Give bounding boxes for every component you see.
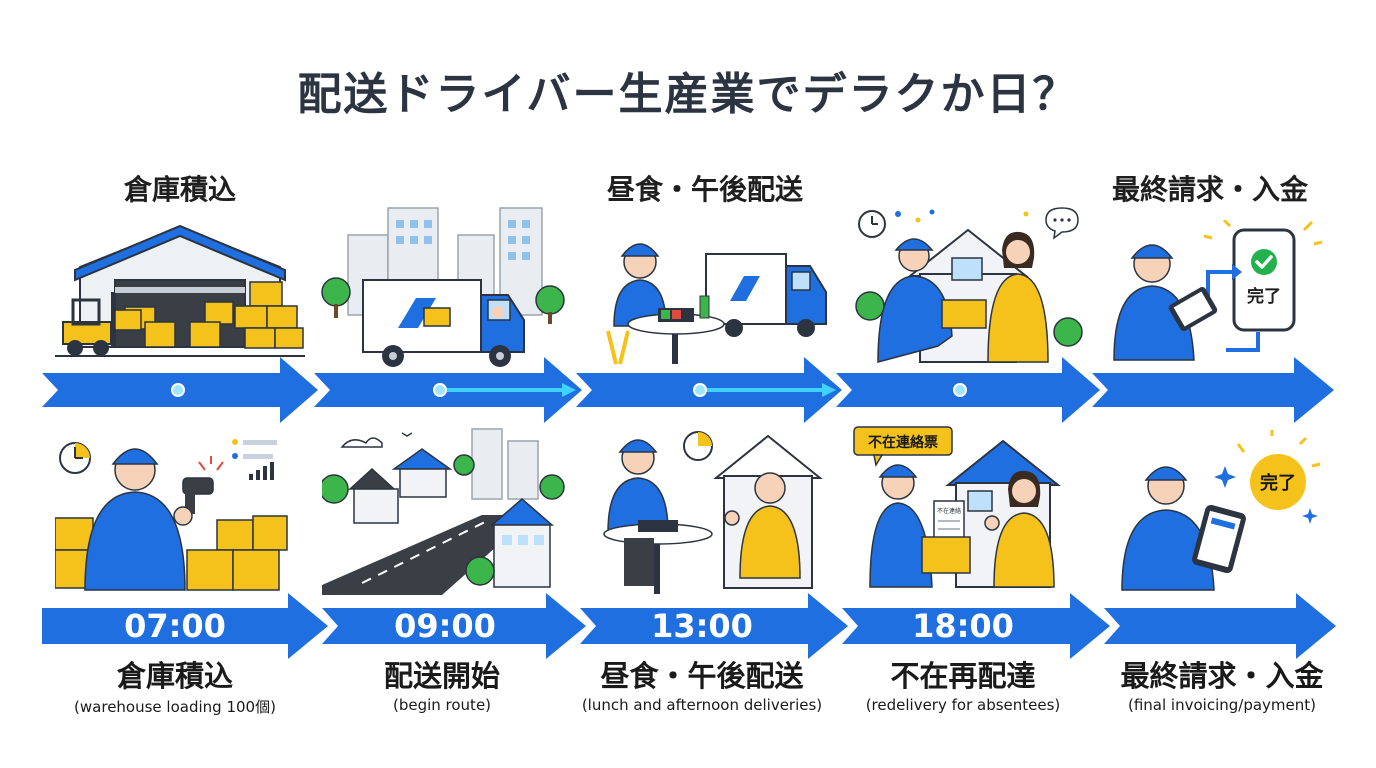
stage-label-3: 昼食・午後配送 <box>600 659 804 693</box>
absent-notice-illustration: 不在連絡票 不在連絡 <box>853 426 1061 588</box>
absent-notice-badge: 不在連絡票 <box>868 434 938 451</box>
street-houses-illustration <box>322 428 565 595</box>
time-label-1: 07:00 <box>124 607 226 645</box>
top-label-invoice: 最終請求・入金 <box>1111 173 1308 206</box>
page-title: 配送ドライバー生産業でデラクか日？ <box>297 69 1079 120</box>
warehouse-illustration <box>55 224 305 357</box>
bottom-arrow-5 <box>1104 593 1336 659</box>
stage-sub-1: (warehouse loading 100個) <box>74 698 276 716</box>
city-truck-illustration <box>321 207 565 367</box>
timeline-dot <box>693 383 707 397</box>
bottom-arrow-3 <box>580 593 848 659</box>
stage-sub-2: (begin route) <box>392 696 492 714</box>
stage-sub-5: (final invoicing/payment) <box>1128 696 1316 714</box>
mid-arrow-4 <box>836 357 1100 423</box>
lunch-truck-illustration <box>606 243 827 365</box>
top-label-lunch: 昼食・午後配送 <box>606 173 803 206</box>
time-label-4: 18:00 <box>912 607 1014 645</box>
bottom-arrow-1 <box>42 593 328 659</box>
stage-label-2: 配送開始 <box>383 659 500 693</box>
timeline-dot <box>953 383 967 397</box>
top-label-warehouse: 倉庫積込 <box>123 173 236 206</box>
mid-arrow-5 <box>1092 357 1334 423</box>
timeline-dot <box>433 383 447 397</box>
done-badge-bottom: 完了 <box>1260 472 1296 494</box>
lunch-wave-illustration <box>603 431 823 594</box>
stage-label-1: 倉庫積込 <box>116 659 233 693</box>
done-badge-top: 完了 <box>1247 286 1281 307</box>
bottom-timeline <box>42 593 1336 659</box>
stage-sub-4: (redelivery for absentees) <box>865 696 1061 714</box>
timeline-dot <box>171 383 185 397</box>
bottom-arrow-4 <box>842 593 1110 659</box>
middle-timeline <box>42 357 1334 423</box>
house-handover-illustration <box>855 207 1083 363</box>
tablet-done-illustration: 完了 <box>1113 220 1323 361</box>
scanner-worker-illustration <box>55 439 288 591</box>
absent-slip-text: 不在連絡 <box>937 507 961 515</box>
tablet-complete-illustration: 完了 <box>1121 430 1321 591</box>
time-label-2: 09:00 <box>394 607 496 645</box>
stage-label-5: 最終請求・入金 <box>1120 659 1324 693</box>
time-label-3: 13:00 <box>651 607 753 645</box>
stage-sub-3: (lunch and afternoon deliveries) <box>581 696 823 714</box>
bottom-arrow-2 <box>322 593 586 659</box>
stage-label-4: 不在再配達 <box>890 659 1036 693</box>
